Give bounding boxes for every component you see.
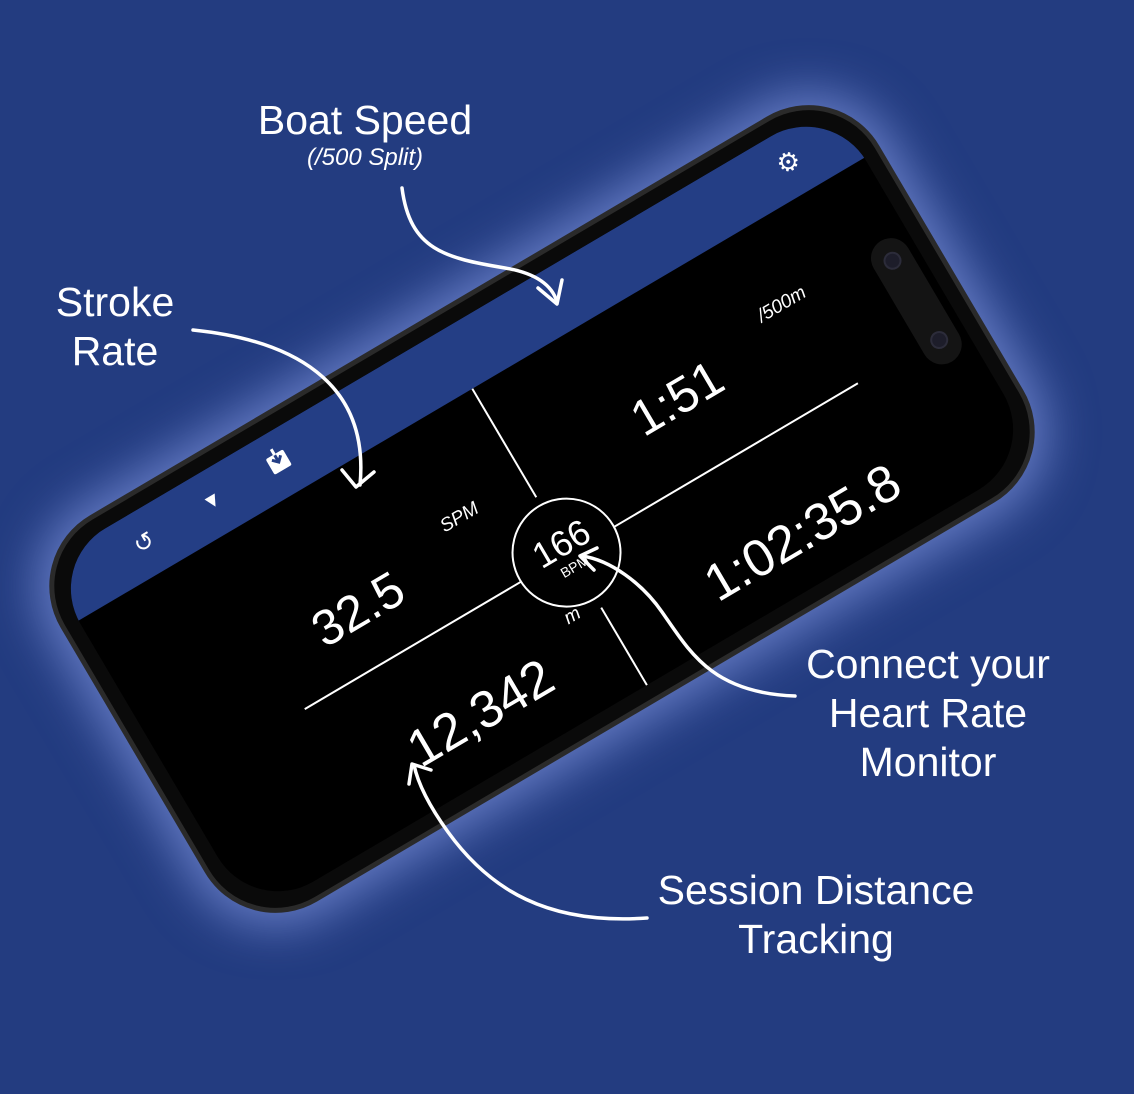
phone-mockup: ↺ ▼ ⚙ 32.5 SPM 1:51 /500m 12,342 m 1:02:… (19, 74, 1065, 944)
dropdown-triangle-icon[interactable]: ▼ (198, 486, 227, 516)
grid-divider-vertical-top (471, 388, 538, 498)
elapsed-time-value: 1:02:35.8 (694, 452, 911, 614)
gear-icon[interactable]: ⚙ (770, 143, 806, 181)
stroke-rate-unit: SPM (436, 498, 483, 538)
callout-distance-line2: Tracking (738, 916, 894, 962)
callout-stroke-rate-line2: Rate (71, 328, 159, 374)
distance-value: 12,342 (397, 648, 565, 779)
camera-sensor-icon (926, 327, 952, 353)
callout-distance-line1: Session Distance (657, 867, 975, 913)
callout-heart-rate-line2: Heart Rate (828, 690, 1028, 736)
callout-stroke-rate-line1: Stroke (55, 279, 175, 325)
callout-distance: Session Distance Tracking (620, 866, 1012, 964)
reset-icon[interactable]: ↺ (128, 526, 160, 560)
callout-boat-speed-subtitle: (/500 Split) (306, 144, 424, 171)
callout-stroke-rate: Stroke Rate (30, 278, 200, 376)
export-icon[interactable] (259, 441, 300, 485)
split-unit: /500m (753, 282, 810, 327)
stroke-rate-value: 32.5 (301, 560, 415, 659)
split-value: 1:51 (620, 349, 734, 447)
heart-rate-button[interactable]: 166 BPM (491, 477, 642, 628)
app-screen: ↺ ▼ ⚙ 32.5 SPM 1:51 /500m 12,342 m 1:02:… (45, 100, 1039, 918)
grid-divider-vertical-bottom (600, 607, 658, 703)
camera-lens-icon (880, 248, 905, 274)
callout-boat-speed: Boat Speed (/500 Split) (220, 96, 510, 171)
callout-heart-rate-line1: Connect your (806, 641, 1050, 687)
export-icon-glyph (266, 448, 292, 475)
callout-heart-rate-line3: Monitor (859, 739, 997, 785)
callout-heart-rate: Connect your Heart Rate Monitor (770, 640, 1086, 787)
callout-boat-speed-title: Boat Speed (257, 97, 473, 143)
